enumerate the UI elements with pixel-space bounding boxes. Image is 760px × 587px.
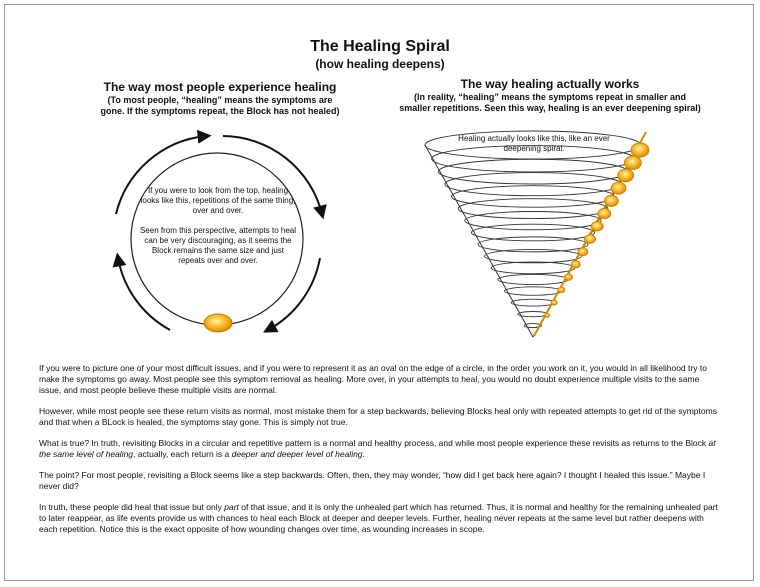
spiral-oval	[618, 169, 634, 182]
spiral-oval	[598, 208, 611, 218]
spiral-oval	[578, 248, 588, 256]
spiral-ring	[458, 199, 608, 219]
spiral-oval	[631, 143, 649, 157]
body-paragraph-5-part-a: In truth, these people did heal that iss…	[39, 502, 224, 512]
block-oval	[204, 314, 232, 332]
spiral-ring	[498, 274, 568, 284]
spiral-ring	[505, 287, 562, 296]
spiral-ring	[511, 299, 555, 306]
circle-text-1: If you were to look from the top, healin…	[138, 186, 298, 216]
spiral-oval	[545, 313, 550, 317]
spiral-oval	[604, 195, 618, 206]
body-paragraph-1: If you were to picture one of your most …	[39, 363, 723, 396]
spiral-oval	[624, 156, 641, 170]
spiral-oval	[585, 235, 596, 244]
spiral-oval	[591, 221, 603, 231]
cone-caption: Healing actually looks like this, like a…	[440, 134, 628, 154]
body-paragraph-4: The point? For most people, revisiting a…	[39, 470, 723, 492]
body-paragraph-3-part-e: .	[363, 449, 365, 459]
circle-description: If you were to look from the top, healin…	[138, 186, 298, 276]
spiral-oval	[565, 274, 573, 280]
body-text: If you were to picture one of your most …	[39, 363, 723, 545]
body-paragraph-3-part-d: deeper and deeper level of healing	[232, 449, 363, 459]
body-paragraph-2: However, while most people see these ret…	[39, 406, 723, 428]
spiral-cone	[425, 131, 646, 337]
spiral-oval	[558, 287, 565, 293]
spiral-ring	[452, 186, 615, 208]
body-paragraph-3: What is true? In truth, revisiting Block…	[39, 438, 723, 460]
spiral-ring	[491, 262, 575, 274]
spiral-oval	[551, 300, 557, 305]
body-paragraph-3-part-c: , actually, each return is a	[133, 449, 232, 459]
spiral-ring	[471, 224, 594, 241]
body-paragraph-3-part-a: What is true? In truth, revisiting Block…	[39, 438, 708, 448]
spiral-ring	[518, 312, 549, 317]
body-paragraph-5-part-b: part	[224, 502, 239, 512]
spiral-oval	[571, 261, 580, 268]
spiral-oval	[611, 182, 626, 194]
body-paragraph-5: In truth, these people did heal that iss…	[39, 502, 723, 535]
circle-text-2: Seen from this perspective, attempts to …	[138, 226, 298, 266]
